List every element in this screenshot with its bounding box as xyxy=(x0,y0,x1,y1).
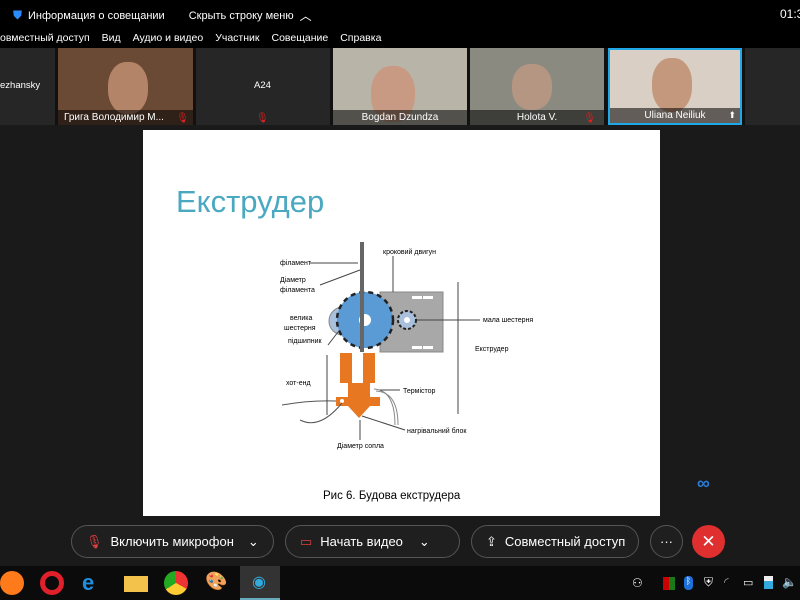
chevron-down-icon[interactable]: ⌄ xyxy=(247,533,259,549)
security-shield-icon[interactable]: ⛨ xyxy=(704,575,714,589)
label-hotend: хот-енд xyxy=(286,380,311,387)
participant-name: Грига Володимир М... xyxy=(58,110,193,125)
hide-menu-button[interactable]: Скрыть строку меню xyxy=(188,9,294,22)
webex-logo-icon: ∞ xyxy=(697,473,710,493)
more-button[interactable]: ··· xyxy=(650,525,683,558)
slide-caption: Рис 6. Будова екструдера xyxy=(323,490,461,502)
label-filament-diameter: Діаметр xyxy=(280,276,306,284)
edge-icon[interactable]: e xyxy=(82,570,95,595)
menu-bar: овместный доступ Вид Аудио и видео Участ… xyxy=(0,28,800,48)
chrome-icon[interactable] xyxy=(164,571,188,595)
participant-name: A24 xyxy=(254,80,271,91)
participant-name: Bogdan Dzundza xyxy=(333,110,467,125)
battery-icon[interactable] xyxy=(764,576,773,589)
unmute-button[interactable]: 🎙 Включить микрофон ⌄ xyxy=(71,525,274,558)
label-big-gear: велика xyxy=(290,315,313,322)
label-small-gear: мала шестерня xyxy=(483,317,533,324)
meeting-info-button[interactable]: Информация о совещании xyxy=(28,9,165,22)
participant-tile[interactable]: Грига Володимир М... 🎙 xyxy=(58,48,193,125)
start-video-label: Начать видео xyxy=(320,534,403,549)
muted-mic-icon: 🎙 xyxy=(86,533,103,549)
participant-tile[interactable] xyxy=(745,48,800,125)
label-heater-block: нагрівальний блок xyxy=(407,427,467,435)
participant-tile[interactable]: ezhansky xyxy=(0,48,55,125)
label-bearing: підшипник xyxy=(288,337,323,345)
webex-icon: ◉ xyxy=(252,574,266,591)
participant-tile-active[interactable]: Uliana Neiliuk ⬆ xyxy=(608,48,742,125)
extruder-diagram: філамент Діаметр філамента велика шестер… xyxy=(280,242,533,450)
menu-view[interactable]: Вид xyxy=(101,32,121,44)
muted-mic-icon: 🎙 xyxy=(256,113,269,124)
participant-name: Holota V. xyxy=(470,110,604,125)
webex-taskbar-button[interactable]: ◉ xyxy=(240,566,280,600)
close-icon: ✕ xyxy=(701,532,716,551)
participant-tile[interactable]: Bogdan Dzundza xyxy=(333,48,467,125)
menu-help[interactable]: Справка xyxy=(340,32,382,44)
participant-tile[interactable]: A24 🎙 xyxy=(196,48,330,125)
wifi-icon[interactable]: ◜ xyxy=(724,575,729,589)
start-video-button[interactable]: ▭ Начать видео ⌄ xyxy=(285,525,460,558)
power-icon[interactable]: ▭ xyxy=(743,577,754,589)
menu-audio-video[interactable]: Аудио и видео xyxy=(132,32,204,44)
file-explorer-icon[interactable] xyxy=(124,576,148,592)
firefox-icon[interactable] xyxy=(0,571,24,595)
shield-icon: ⛊ xyxy=(13,8,23,22)
label-thermistor: Термістор xyxy=(403,387,436,395)
participant-name: Uliana Neiliuk xyxy=(610,108,740,123)
clock: 01:3 xyxy=(780,7,800,21)
menu-participant[interactable]: Участник xyxy=(215,32,260,44)
label-nozzle-diameter: Діаметр сопла xyxy=(337,442,384,450)
share-icon: ⇪ xyxy=(486,533,497,549)
share-screen-icon: ⬆ xyxy=(728,110,736,120)
label-extruder: Екструдер xyxy=(475,346,509,353)
top-bar: ⛊ Информация о совещании Скрыть строку м… xyxy=(0,0,800,28)
volume-icon[interactable]: 🔈 xyxy=(782,575,797,589)
chevron-down-icon[interactable]: ⌄ xyxy=(418,533,430,549)
app-tray-icon-part xyxy=(669,577,675,590)
share-button[interactable]: ⇪ Совместный доступ xyxy=(471,525,639,558)
taskbar xyxy=(0,566,800,600)
label-filament-diameter-2: філамента xyxy=(280,286,315,294)
video-off-icon: ▭ xyxy=(300,533,313,549)
muted-mic-icon: 🎙 xyxy=(583,113,596,124)
paint-icon[interactable]: 🎨 xyxy=(205,571,228,591)
more-label: ··· xyxy=(660,534,673,549)
end-call-button[interactable]: ✕ xyxy=(692,525,725,558)
label-stepper: кроковий двигун xyxy=(383,248,436,256)
participant-tile[interactable]: Holota V. 🎙 xyxy=(470,48,604,125)
menu-share[interactable]: овместный доступ xyxy=(0,32,90,44)
participant-name: ezhansky xyxy=(0,80,41,91)
people-icon[interactable]: ⚇ xyxy=(632,576,643,590)
chevron-up-icon[interactable]: ︿ xyxy=(299,9,312,23)
unmute-label: Включить микрофон xyxy=(110,534,234,549)
bluetooth-icon[interactable]: ᛒ xyxy=(684,576,693,590)
slide-title: Екструдер xyxy=(176,184,325,219)
muted-mic-icon: 🎙 xyxy=(176,113,189,124)
app-tray-icon[interactable] xyxy=(663,577,669,590)
menu-meeting[interactable]: Совещание xyxy=(271,32,329,44)
label-filament: філамент xyxy=(280,259,312,267)
presentation-slide: Екструдер філамент Діаметр філамента вел… xyxy=(143,130,660,516)
opera-icon[interactable] xyxy=(40,571,64,595)
share-label: Совместный доступ xyxy=(504,534,626,549)
label-big-gear-2: шестерня xyxy=(284,325,316,332)
